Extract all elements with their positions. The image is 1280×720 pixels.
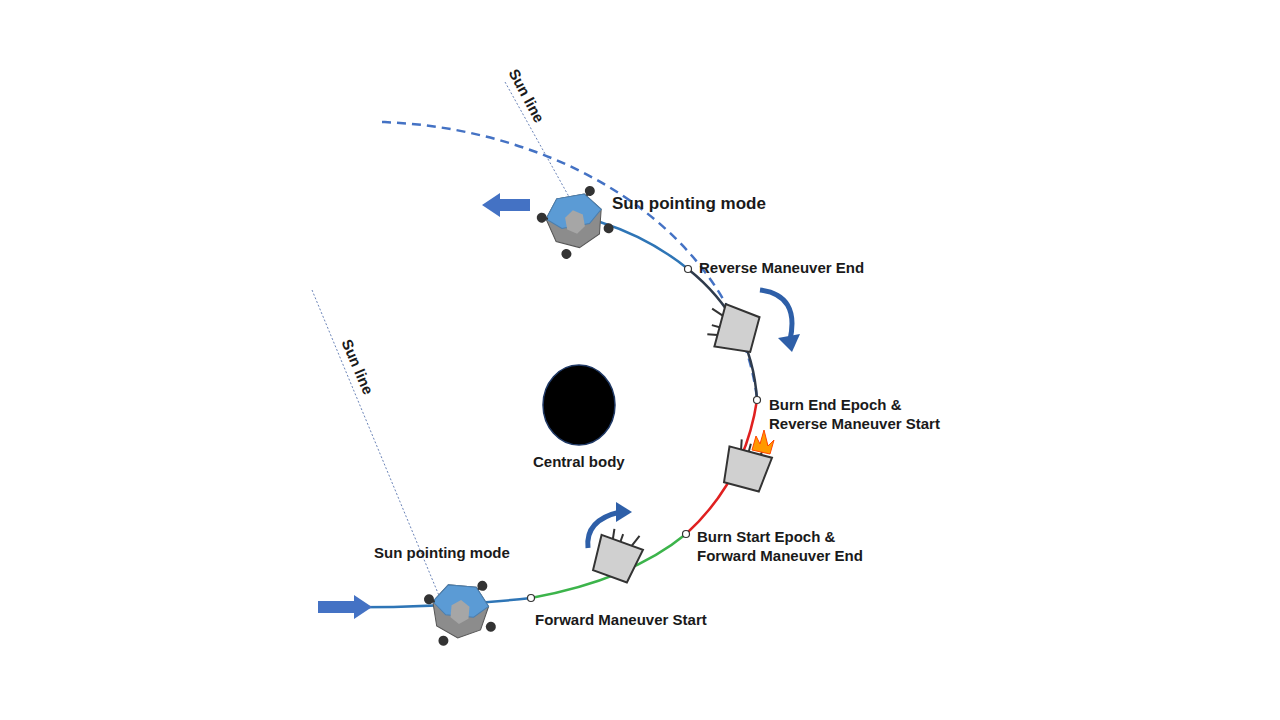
sun-line-label: Sun line	[504, 66, 548, 126]
sun-line-label: Sun line	[337, 336, 377, 397]
body-circle	[541, 363, 617, 447]
body-label: Central body	[533, 453, 625, 470]
mode-label: Sun pointing mode	[612, 193, 766, 214]
event-label: Forward Maneuver Start	[535, 611, 707, 630]
central-body: Central body	[533, 363, 625, 470]
event-label: Burn End Epoch & Reverse Maneuver Start	[769, 396, 961, 434]
event-label: Burn Start Epoch & Forward Maneuver End	[697, 528, 889, 566]
event-label: Reverse Maneuver End	[699, 259, 864, 278]
mode-label: Sun pointing mode	[374, 544, 510, 563]
